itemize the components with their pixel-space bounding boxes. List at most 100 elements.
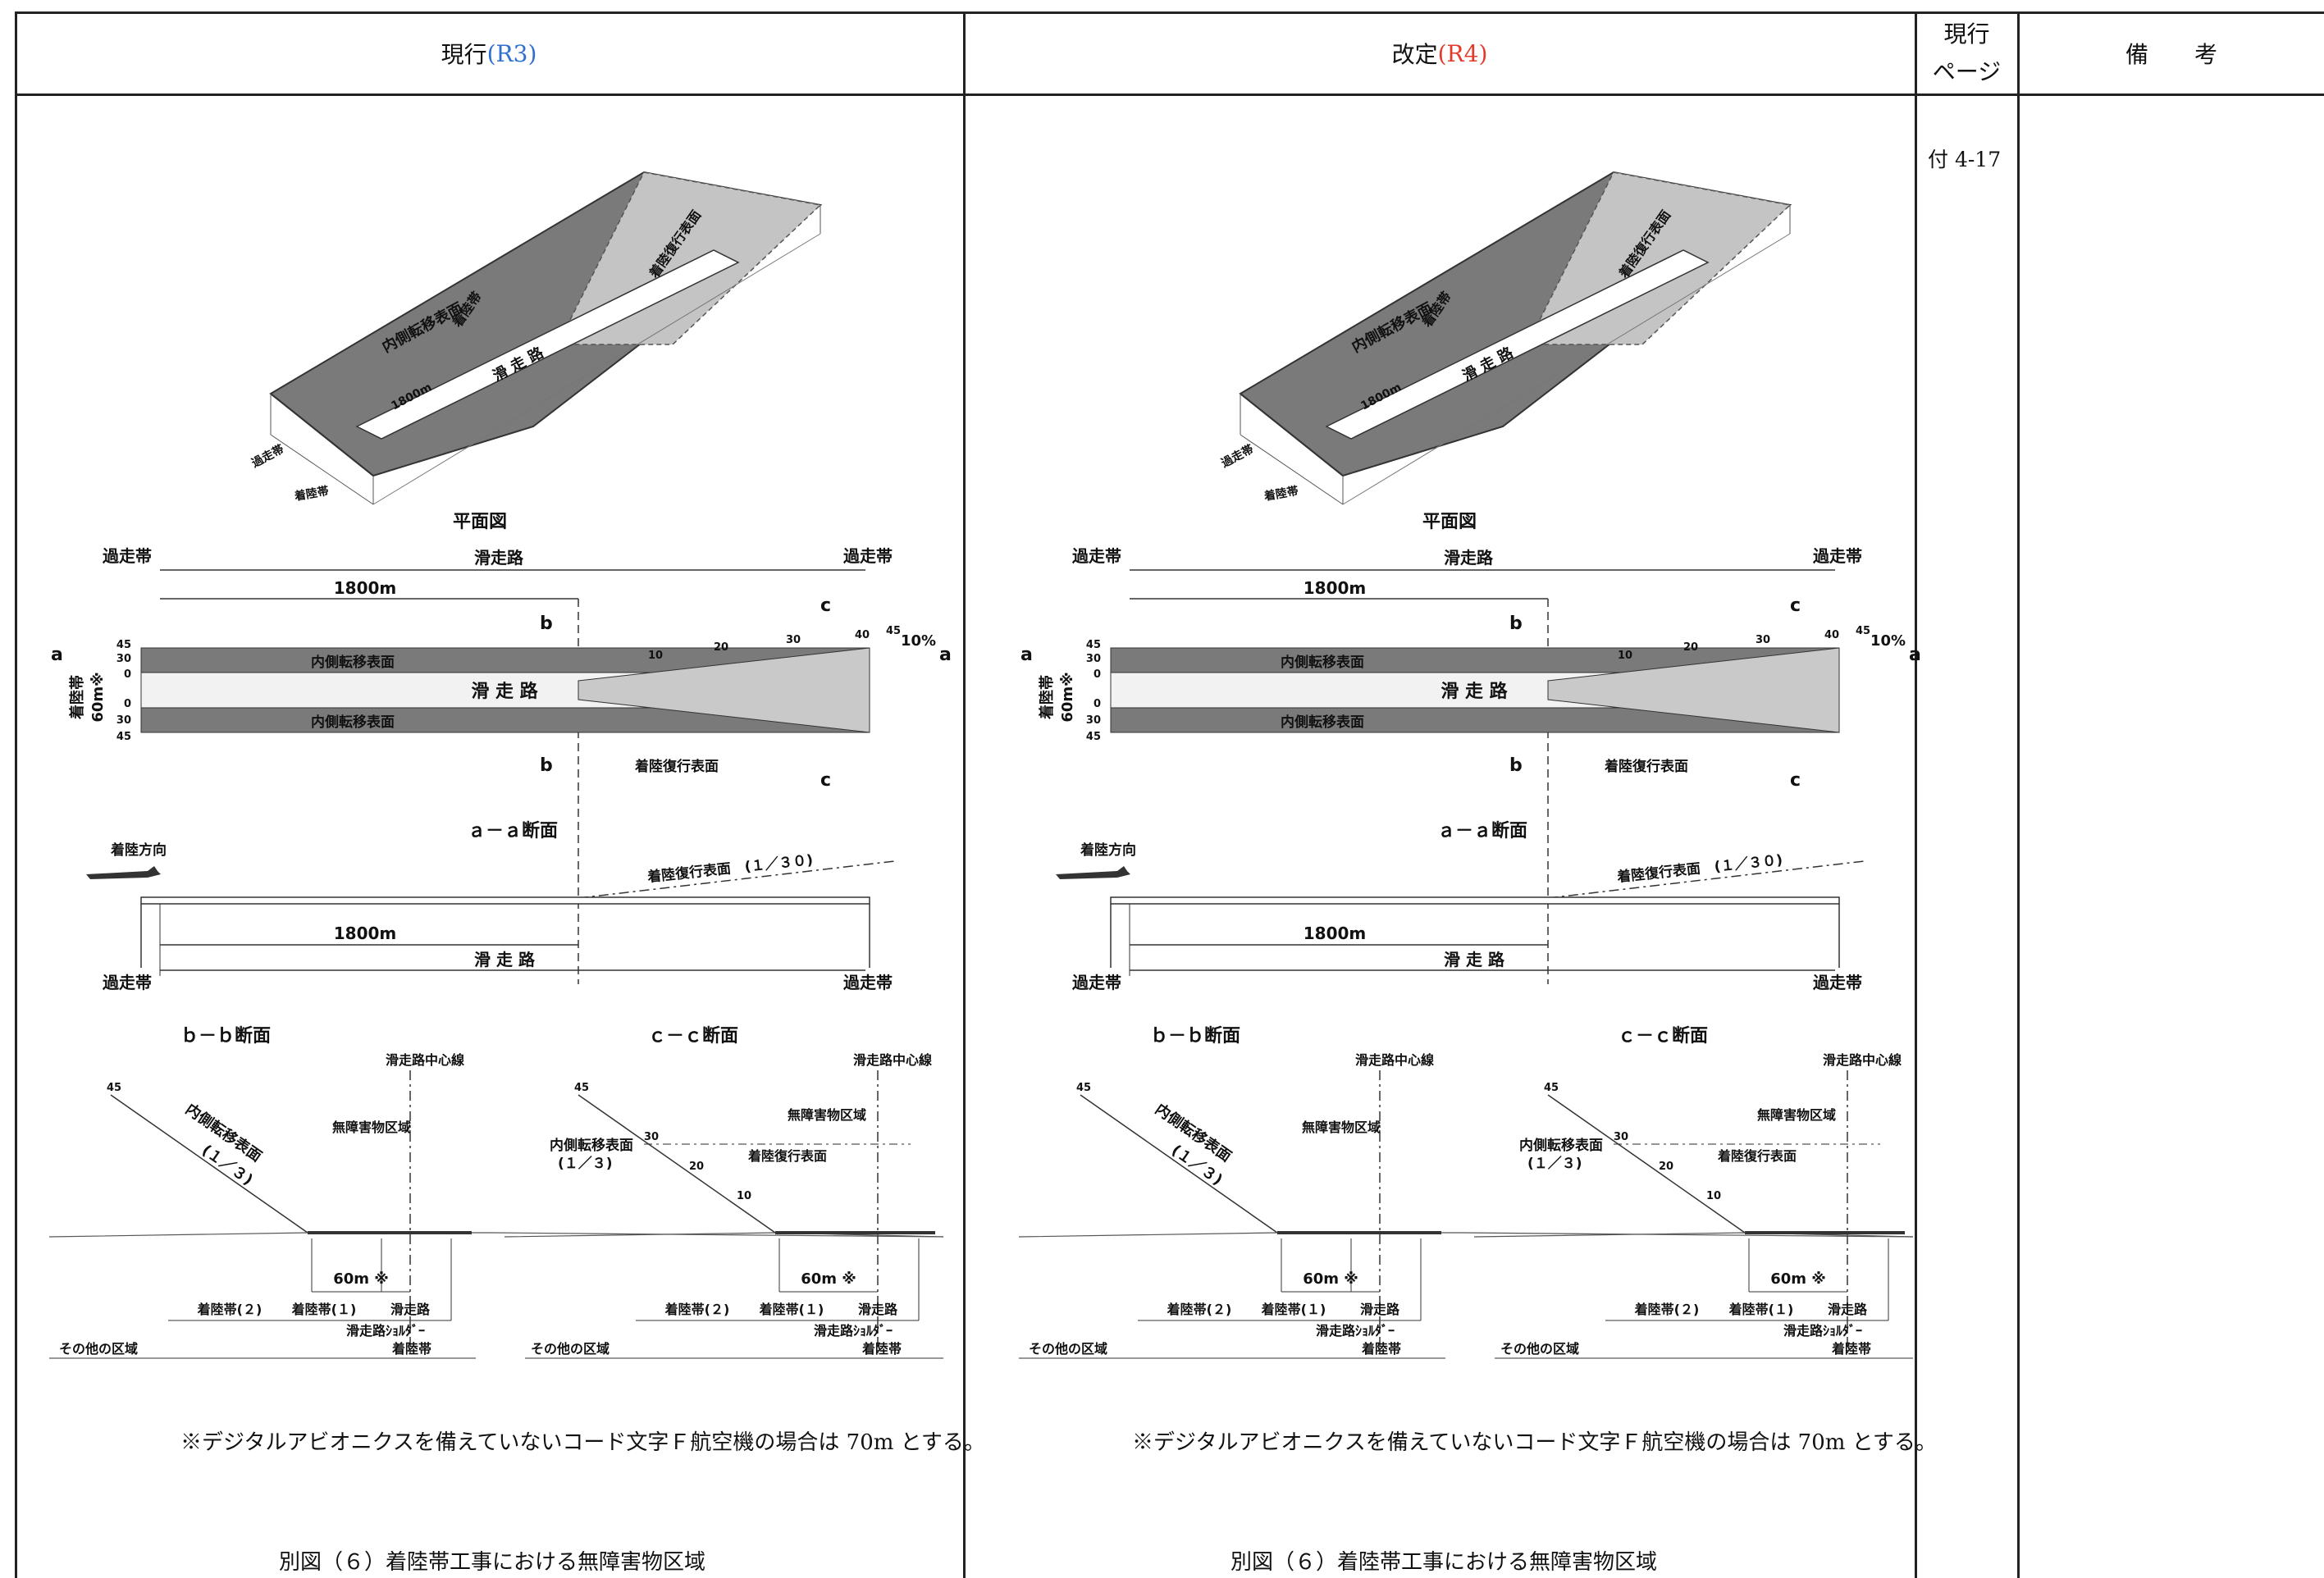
plan-view: 平面図 過走帯 過走帯 滑走路 1800m 内側転移表面 内側転移表面 滑 走 … bbox=[1020, 512, 1921, 984]
iso-strip-label: 着陸帯 bbox=[1262, 484, 1299, 504]
header-current-rev: (R3) bbox=[486, 39, 537, 67]
bb-strip1: 着陸帯(１) bbox=[1261, 1302, 1326, 1317]
aa-title: ａ－ａ断面 bbox=[468, 820, 558, 841]
cc-inner: 内側転移表面 bbox=[1519, 1137, 1603, 1154]
header-current-label: 現行 bbox=[441, 41, 487, 68]
bb-strip2: 着陸帯(２) bbox=[197, 1302, 263, 1317]
aa-overrun-right: 過走帯 bbox=[1813, 973, 1862, 992]
bb-centerline: 滑走路中心線 bbox=[386, 1052, 464, 1068]
plan-side-0b: 0 bbox=[1094, 698, 1101, 710]
cc-strip: 着陸帯 bbox=[1831, 1341, 1871, 1357]
plan-tick-30: 30 bbox=[786, 634, 801, 646]
header-page: 現行 ページ bbox=[1916, 11, 2017, 95]
cc-clear: 無障害物区域 bbox=[788, 1107, 866, 1123]
column-divider-1 bbox=[963, 11, 966, 1578]
aa-direction: 着陸方向 bbox=[1080, 841, 1136, 859]
cc-centerline: 滑走路中心線 bbox=[853, 1052, 932, 1068]
bb-runway: 滑走路 bbox=[390, 1302, 431, 1317]
cc-other: その他の区域 bbox=[1500, 1341, 1579, 1357]
plan-side-0b: 0 bbox=[124, 698, 131, 710]
plan-side-30b: 30 bbox=[1086, 714, 1101, 727]
plan-strip-label: 着陸帯 bbox=[68, 675, 86, 720]
plan-overrun-right: 過走帯 bbox=[843, 546, 893, 566]
plan-side-45a: 45 bbox=[1086, 639, 1101, 651]
aa-runway: 滑 走 路 bbox=[1444, 950, 1505, 969]
cc-centerline: 滑走路中心線 bbox=[1823, 1052, 1902, 1068]
aa-direction: 着陸方向 bbox=[110, 841, 167, 859]
cc-runway: 滑走路 bbox=[1828, 1302, 1868, 1317]
cc-goaround: 着陸復行表面 bbox=[747, 1148, 827, 1164]
header-revised-label: 改定 bbox=[1391, 41, 1438, 68]
plan-sec-c-top: c bbox=[820, 595, 831, 616]
plan-side-0a: 0 bbox=[1094, 668, 1101, 681]
bb-width: 60m ※ bbox=[1303, 1270, 1358, 1288]
plan-tick-20: 20 bbox=[714, 641, 728, 654]
plan-sec-c-bottom: c bbox=[820, 770, 831, 791]
plan-sec-a-right: a bbox=[939, 645, 952, 665]
cc-title: ｃ－ｃ断面 bbox=[1618, 1025, 1708, 1047]
plan-length-label: 1800m bbox=[334, 578, 397, 598]
plan-title: 平面図 bbox=[453, 512, 507, 532]
cc-shoulder: 滑走路ｼｮﾙﾀﾞｰ bbox=[814, 1323, 893, 1339]
plan-inner-top-label: 内側転移表面 bbox=[311, 654, 395, 671]
section-aa: ａ－ａ断面 着陸方向 着陸復行表面 (１／３０) 1800m 滑 走 路 過走帯… bbox=[86, 820, 895, 992]
cc-width: 60m ※ bbox=[1770, 1270, 1826, 1288]
plan-sec-b-bottom: b bbox=[540, 755, 553, 776]
bb-centerline: 滑走路中心線 bbox=[1355, 1052, 1434, 1068]
isometric-view: 内側転移表面 着陸帯 滑 走 路 1800m 着陸復行表面 過走帯 着陸帯 bbox=[1218, 171, 1792, 505]
iso-runway-strip bbox=[1325, 249, 1710, 440]
cc-h45: 45 bbox=[1544, 1082, 1559, 1094]
plan-runway-label: 滑走路 bbox=[474, 548, 524, 568]
aa-runway-profile bbox=[1110, 896, 1840, 905]
header-revised-rev: (R4) bbox=[1437, 39, 1488, 67]
plan-tick-20: 20 bbox=[1683, 641, 1698, 654]
plan-side-30a: 30 bbox=[116, 653, 131, 665]
figure-current: 内側転移表面 着陸帯 滑 走 路 1800m 着陸復行表面 過走帯 着陸帯 平面… bbox=[48, 171, 952, 1359]
header-page-line1: 現行 bbox=[1943, 21, 1990, 48]
cc-runway: 滑走路 bbox=[858, 1302, 898, 1317]
bb-shoulder: 滑走路ｼｮﾙﾀﾞｰ bbox=[1316, 1323, 1395, 1339]
note-current: ※デジタルアビオニクスを備えていないコード文字Ｆ航空機の場合は 70m とする。 bbox=[180, 1430, 985, 1455]
plan-side-45b: 45 bbox=[1086, 731, 1101, 743]
bb-other: その他の区域 bbox=[59, 1341, 138, 1357]
header-remarks: 備 考 bbox=[2019, 11, 2324, 95]
iso-strip-label: 着陸帯 bbox=[293, 484, 330, 504]
note-revised: ※デジタルアビオニクスを備えていないコード文字Ｆ航空機の場合は 70m とする。 bbox=[1132, 1430, 1937, 1455]
cc-h45: 45 bbox=[574, 1082, 589, 1094]
plan-width-label: 60m※ bbox=[1059, 672, 1076, 722]
iso-overrun-label: 過走帯 bbox=[1218, 442, 1256, 471]
aa-overrun-left: 過走帯 bbox=[1072, 973, 1121, 992]
cc-other: その他の区域 bbox=[531, 1341, 610, 1357]
plan-goaround-surface bbox=[578, 647, 870, 733]
aa-length: 1800m bbox=[334, 924, 397, 943]
plan-length-label: 1800m bbox=[1304, 578, 1367, 598]
plan-tick-45: 45 bbox=[1856, 625, 1870, 637]
cc-strip2: 着陸帯(２) bbox=[1634, 1302, 1700, 1317]
aa-title: ａ－ａ断面 bbox=[1437, 820, 1527, 841]
plan-runway-spaced: 滑 走 路 bbox=[1441, 681, 1508, 702]
plan-runway-spaced: 滑 走 路 bbox=[471, 681, 538, 702]
cc-h20: 20 bbox=[1659, 1161, 1673, 1173]
plan-tick-40: 40 bbox=[1824, 629, 1839, 641]
iso-runway-strip bbox=[355, 249, 740, 440]
cc-h20: 20 bbox=[689, 1161, 704, 1173]
bb-h45: 45 bbox=[107, 1082, 121, 1094]
cc-strip1: 着陸帯(１) bbox=[759, 1302, 824, 1317]
plan-sec-b-bottom: b bbox=[1509, 755, 1523, 776]
cc-goaround: 着陸復行表面 bbox=[1717, 1148, 1797, 1164]
table-left-border bbox=[15, 11, 17, 1578]
plan-sec-b-top: b bbox=[1509, 613, 1523, 634]
plan-tick-40: 40 bbox=[855, 629, 870, 641]
plan-tick-45: 45 bbox=[886, 625, 901, 637]
column-divider-3 bbox=[2017, 11, 2020, 1578]
section-cc: ｃ－ｃ断面 滑走路中心線 無障害物区域 着陸復行表面 内側転移表面 (１／３) … bbox=[1473, 1025, 1914, 1359]
caption-revised: 別図（６）着陸帯工事における無障害物区域 bbox=[1230, 1550, 1658, 1575]
plan-pct-label: 10% bbox=[901, 632, 936, 650]
bb-clear: 無障害物区域 bbox=[1302, 1120, 1381, 1135]
cc-width: 60m ※ bbox=[801, 1270, 856, 1288]
cc-ratio: (１／３) bbox=[558, 1155, 613, 1172]
cc-shoulder: 滑走路ｼｮﾙﾀﾞｰ bbox=[1783, 1323, 1862, 1339]
cc-h10: 10 bbox=[1706, 1190, 1721, 1202]
plan-goaround-surface bbox=[1547, 647, 1840, 733]
plan-goaround-label: 着陸復行表面 bbox=[1604, 758, 1688, 775]
